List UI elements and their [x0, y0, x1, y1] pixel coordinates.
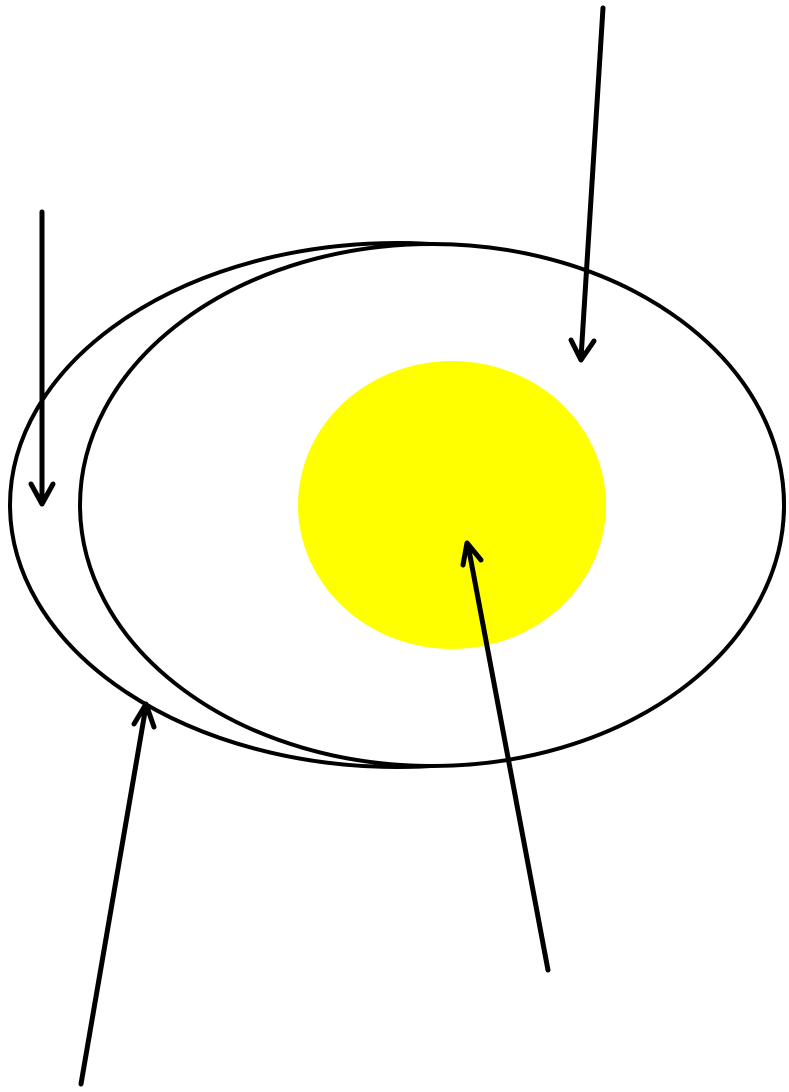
arrow-outer-edge [81, 704, 154, 1084]
yolk-circle [298, 361, 606, 649]
